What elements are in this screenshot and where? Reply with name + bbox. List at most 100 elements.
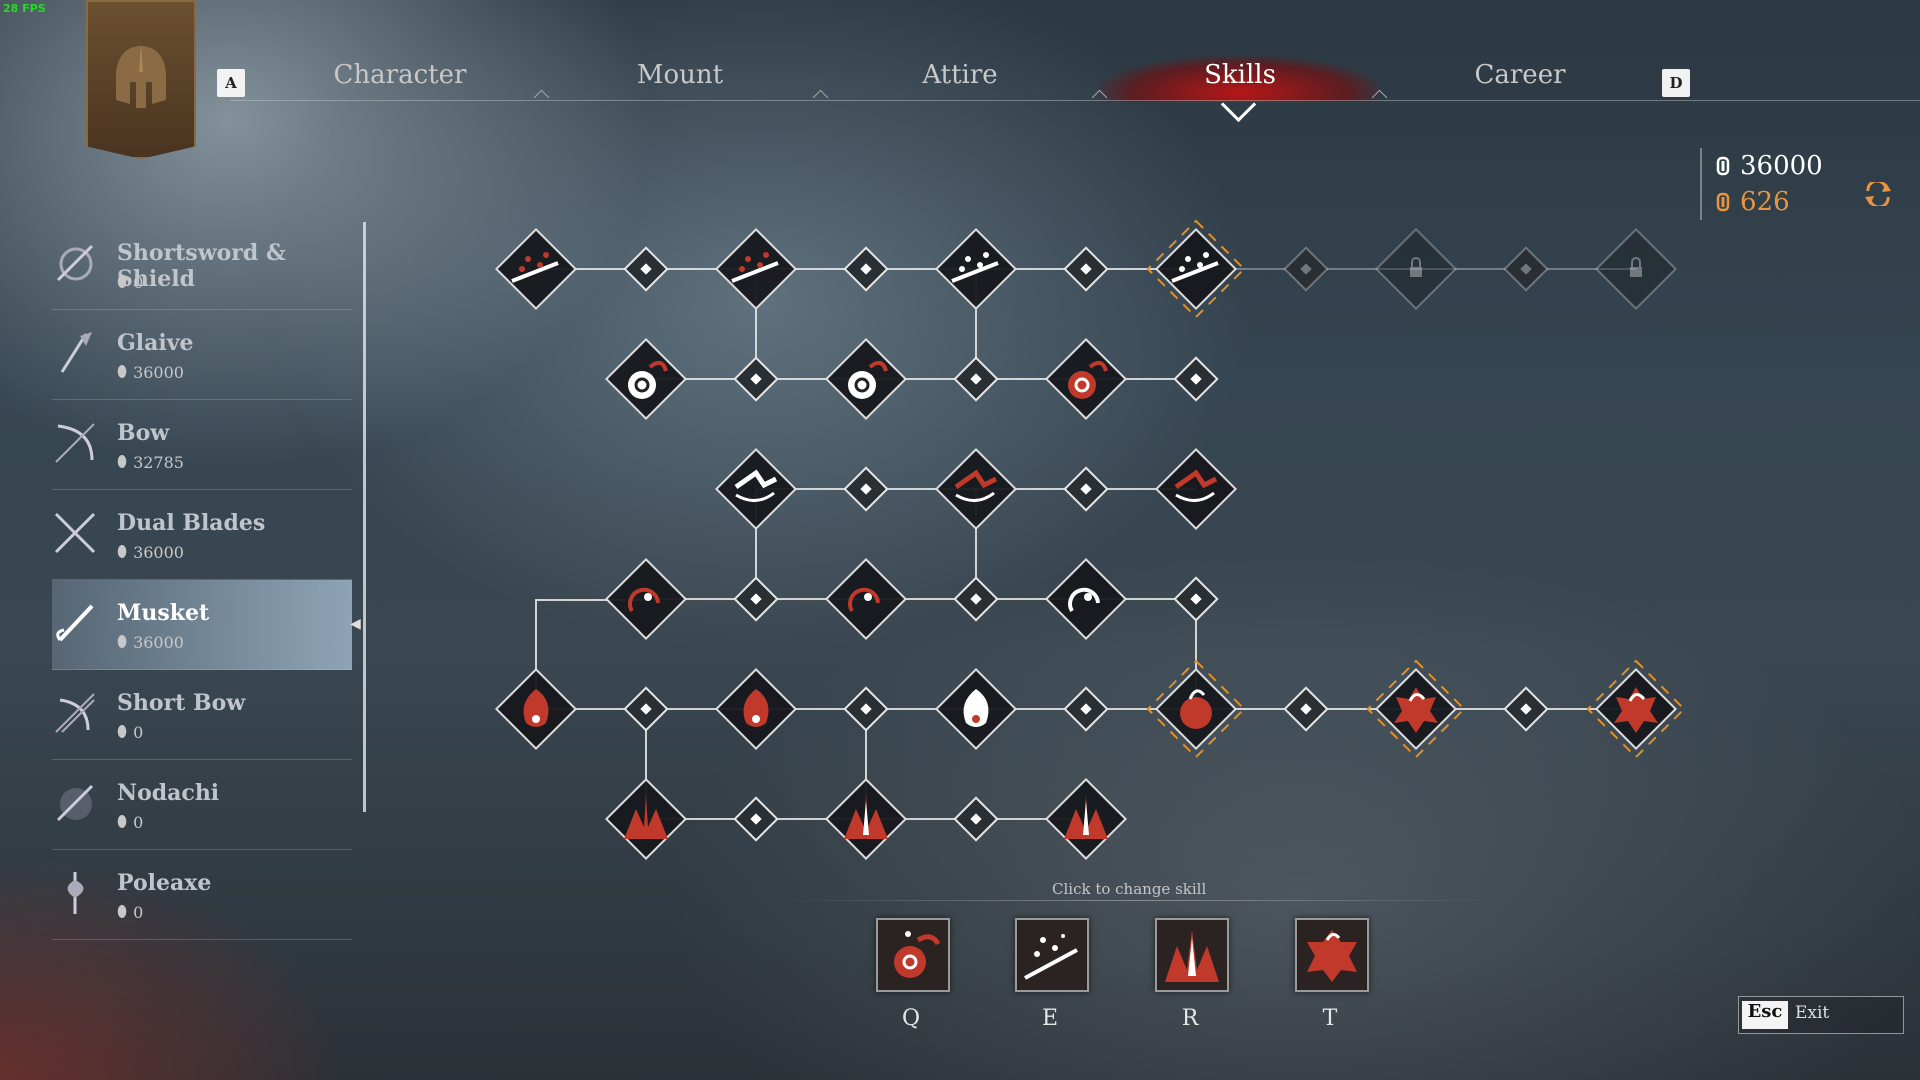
weapon-list: Shortsword & Shield ⬮0 Glaive ⬮36000 Bow… (52, 220, 352, 940)
skill-key-r: R (1181, 1006, 1199, 1031)
grenade-trail (868, 360, 888, 372)
pellet-mark (1203, 252, 1209, 258)
lock-icon (1630, 267, 1642, 277)
skill-node[interactable] (934, 447, 1018, 531)
weapon-item-dual-blades[interactable]: Dual Blades ⬮36000 (52, 490, 352, 580)
equipped-frame (1366, 659, 1466, 759)
weapon-value: ⬮0 (117, 812, 143, 832)
fire-core (532, 715, 540, 723)
bomb-icon (1180, 697, 1212, 729)
weapon-value: ⬮0 (117, 272, 143, 292)
tab-mount[interactable]: Mount (636, 60, 724, 90)
skill-node[interactable] (1374, 227, 1458, 311)
bomb-fuse (1408, 693, 1426, 702)
junction-dot (750, 373, 762, 385)
secondary-currency: 626 (1716, 184, 1896, 220)
bow-icon (55, 423, 95, 463)
skill-node[interactable] (714, 447, 798, 531)
skill-node[interactable] (494, 227, 578, 311)
spike-skill-icon (1165, 930, 1219, 982)
weapon-value-text: 32785 (133, 452, 184, 472)
fire-core (752, 715, 760, 723)
junction-dot (970, 593, 982, 605)
junction-dot (1080, 263, 1092, 275)
backflip-arc (1175, 491, 1215, 502)
weapon-item-musket[interactable]: Musket ⬮36000 (52, 580, 352, 670)
tab-skills[interactable]: Skills (1204, 60, 1276, 90)
spike-trap-icon (624, 795, 668, 839)
lock-shackle (1631, 257, 1641, 267)
skill-node[interactable] (714, 227, 798, 311)
exchange-icon[interactable] (1864, 182, 1892, 206)
shot-spray-icon (951, 261, 999, 283)
coin-icon: ⬮ (117, 632, 128, 651)
weapon-name: Bow (117, 420, 170, 446)
weapon-value-text: 0 (133, 812, 144, 832)
skill-node[interactable] (934, 227, 1018, 311)
shot-spray-skill-icon (1024, 934, 1078, 980)
roll-shot-icon (848, 587, 880, 613)
weapon-value-text: 36000 (133, 632, 184, 652)
skill-slot-r[interactable] (1155, 918, 1229, 992)
lock-icon (1410, 267, 1422, 277)
grenade-ring (634, 377, 650, 393)
coin-icon (1716, 192, 1730, 212)
weapon-item-shortsword-shield[interactable]: Shortsword & Shield ⬮0 (52, 220, 352, 310)
tree-junction-node (1503, 246, 1549, 292)
weapon-name: Glaive (117, 330, 194, 356)
coin-icon: ⬮ (117, 902, 128, 921)
weapon-item-poleaxe[interactable]: Poleaxe ⬮0 (52, 850, 352, 940)
weapon-name: Nodachi (117, 780, 220, 806)
backflip-icon (954, 469, 998, 490)
tab-character[interactable]: Character (333, 60, 467, 90)
weapon-item-nodachi[interactable]: Nodachi ⬮0 (52, 760, 352, 850)
weapon-value-text: 0 (133, 272, 144, 292)
weapon-list-scrollbar[interactable] (363, 222, 366, 812)
prev-tab-key[interactable]: A (217, 69, 245, 97)
coin-icon: ⬮ (117, 272, 128, 291)
skill-slot-t[interactable] (1295, 918, 1369, 992)
weapon-name: Dual Blades (117, 510, 266, 536)
bomb-burst-icon (1394, 687, 1438, 733)
weapon-name: Shortsword & Shield (117, 240, 286, 292)
weapon-item-short-bow[interactable]: Short Bow ⬮0 (52, 670, 352, 760)
bomb-fuse (1628, 693, 1646, 702)
next-tab-key[interactable]: D (1662, 69, 1690, 97)
coin-icon: ⬮ (117, 722, 128, 741)
exit-button[interactable]: Esc Exit (1738, 996, 1904, 1034)
junction-dot (860, 483, 872, 495)
skill-tree (494, 219, 1686, 861)
grenade-trail (648, 360, 668, 372)
junction-dot (970, 373, 982, 385)
skill-node[interactable] (1154, 227, 1238, 311)
coin-icon: ⬮ (117, 452, 128, 471)
weapon-item-glaive[interactable]: Glaive ⬮36000 (52, 310, 352, 400)
skill-slot-e[interactable] (1015, 918, 1089, 992)
skill-slot-q[interactable] (876, 918, 950, 992)
primary-currency-value: 36000 (1740, 151, 1823, 181)
pellet-mark (1197, 262, 1203, 268)
weapon-item-bow[interactable]: Bow ⬮ 32785 (52, 400, 352, 490)
tab-attire[interactable]: Attire (922, 60, 998, 90)
glaive-icon (60, 332, 92, 373)
esc-key: Esc (1742, 1001, 1788, 1029)
junction-dot (1520, 263, 1532, 275)
weapon-value: ⬮36000 (117, 542, 184, 562)
bomb-burst-icon (1614, 687, 1658, 733)
junction-dot (1080, 703, 1092, 715)
backflip-arc (735, 491, 775, 502)
fire-core (972, 715, 980, 723)
tabs-divider (230, 100, 1920, 101)
roll-figure (1084, 593, 1092, 601)
bomb-fuse (1188, 689, 1206, 700)
skill-node[interactable] (1154, 447, 1238, 531)
bomb-skill-icon (1307, 930, 1357, 982)
nodachi-icon (56, 784, 94, 822)
roll-figure (864, 593, 872, 601)
skill-node[interactable] (1594, 227, 1678, 311)
tab-career[interactable]: Career (1474, 60, 1566, 90)
spartan-helmet-icon (116, 44, 166, 108)
shot-spray-icon (731, 261, 779, 283)
backflip-icon (734, 469, 778, 490)
grenade-ring (1074, 377, 1090, 393)
